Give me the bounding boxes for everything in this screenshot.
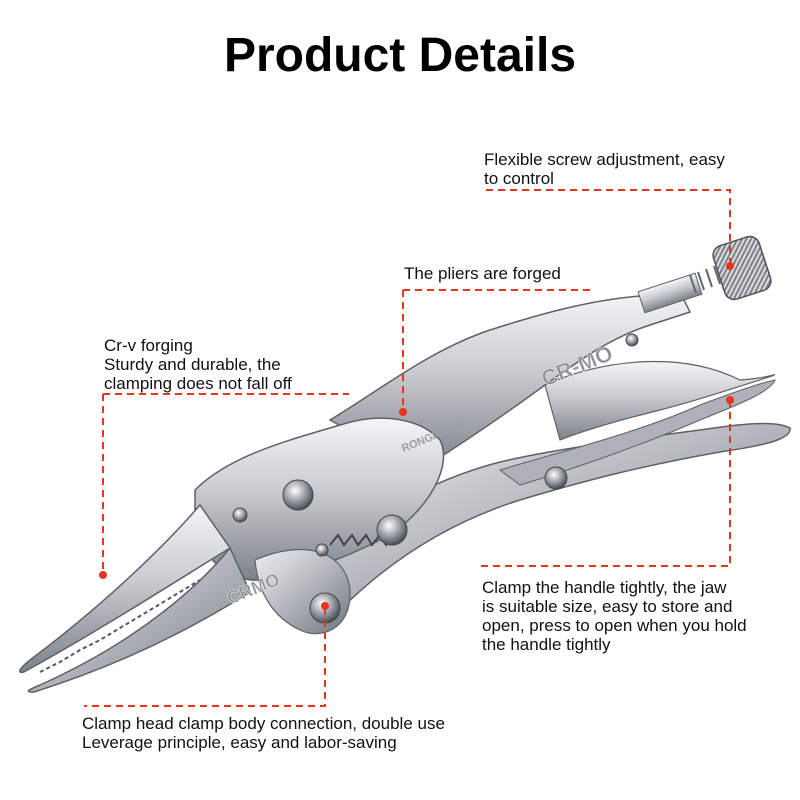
rivet	[544, 466, 568, 490]
annotation-clamp-head: Clamp head clamp body connection, double…	[82, 714, 445, 752]
upper-handle-tail	[544, 360, 776, 441]
leader-dot	[321, 602, 329, 610]
annotation-handle-clamp: Clamp the handle tightly, the jaw is sui…	[482, 578, 747, 654]
rivet	[315, 543, 329, 557]
annotation-crv-forging: Cr-v forging Sturdy and durable, the cla…	[104, 336, 292, 393]
leader-head	[84, 608, 326, 707]
leader-crv	[102, 393, 349, 575]
rivet	[282, 479, 314, 511]
adjustment-knob	[712, 235, 772, 301]
leader-dot	[399, 408, 407, 416]
rivet	[625, 333, 639, 347]
screw-shaft	[637, 272, 703, 314]
leader-dot	[726, 396, 734, 404]
leader-dot	[726, 262, 734, 270]
annotation-screw-adjustment: Flexible screw adjustment, easy to contr…	[484, 150, 725, 188]
release-lever	[498, 379, 776, 486]
annotation-forged: The pliers are forged	[404, 264, 561, 283]
leader-dot	[99, 571, 107, 579]
page-title: Product Details	[223, 29, 577, 82]
jaw-body	[194, 417, 445, 581]
rivet	[376, 514, 408, 546]
rivet	[232, 507, 248, 523]
lower-jaw	[27, 546, 251, 693]
upper-jaw	[18, 503, 232, 674]
leader-screw	[486, 189, 731, 266]
leader-forged	[402, 289, 593, 412]
